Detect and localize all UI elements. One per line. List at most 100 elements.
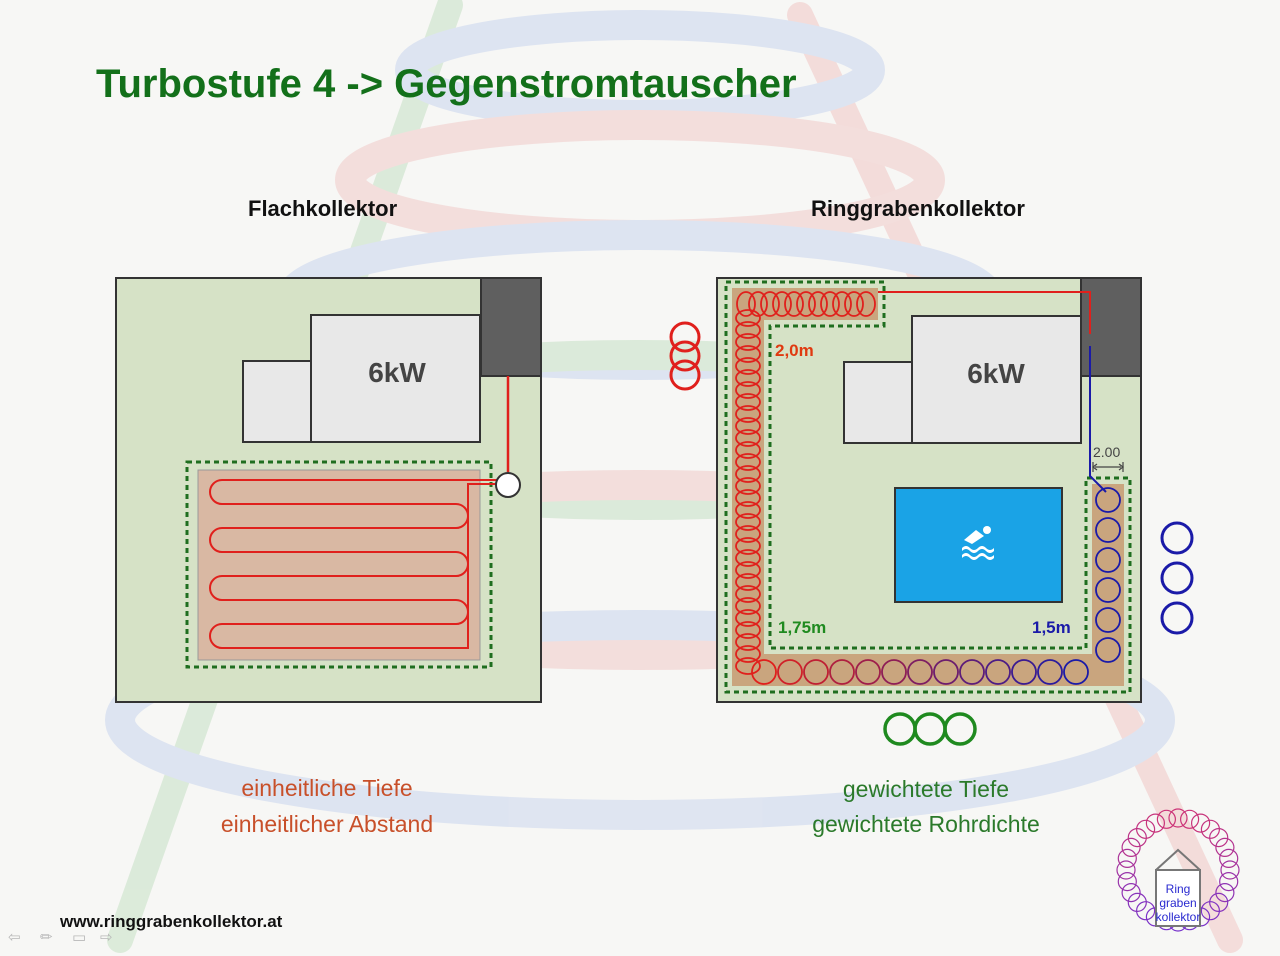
- pipe-coil: [735, 525, 761, 543]
- pipe-coil: [735, 501, 761, 519]
- logo-coil: [1219, 871, 1239, 892]
- pipe-coil: [985, 659, 1011, 685]
- pipe-coil: [735, 441, 761, 459]
- pipe-coil: [1011, 659, 1037, 685]
- pipe-coil: [796, 291, 816, 317]
- depth-label-top: 2,0m: [775, 341, 814, 360]
- house-building: [310, 314, 481, 443]
- pipe-coil: [907, 659, 933, 685]
- logo-coil: [1209, 892, 1229, 913]
- pipe-coil: [735, 405, 761, 423]
- house-body-icon: [1155, 869, 1201, 927]
- logo-coil: [1117, 848, 1137, 869]
- logo-coil: [1220, 860, 1240, 880]
- pipe-coil: [735, 489, 761, 507]
- logo-coil: [1168, 808, 1188, 828]
- distance-dimension-marker: [1092, 462, 1124, 472]
- pipe-coil: [1037, 659, 1063, 685]
- logo-coil: [1117, 871, 1137, 892]
- logo-coil: [1179, 809, 1200, 829]
- pipe-coil: [784, 291, 804, 317]
- meander-pipe: [209, 479, 507, 649]
- pipe-coil: [777, 659, 803, 685]
- pipe-coil: [735, 597, 761, 615]
- garage-block: [480, 277, 542, 377]
- pipe-coil: [1095, 487, 1121, 513]
- pipe-coil: [735, 417, 761, 435]
- pipe-coil: [735, 549, 761, 567]
- pipe-coil: [735, 621, 761, 639]
- ringgrabenkollektor-caption-1: gewichtete Tiefe: [842, 776, 1010, 802]
- pipe-coil: [808, 291, 828, 317]
- pipe-coil: [1095, 637, 1121, 663]
- red-depth-rings: [669, 321, 701, 391]
- annex-building: [242, 360, 312, 443]
- pen-icon[interactable]: ✏: [40, 929, 53, 946]
- pipe-coil: [735, 381, 761, 399]
- logo-coil: [1127, 828, 1147, 848]
- house-building: [911, 315, 1082, 444]
- logo-coil: [1215, 882, 1235, 903]
- collector-boundary: [185, 460, 493, 669]
- pipe-coil: [735, 657, 761, 675]
- logo-text-line-1: Ring: [1166, 882, 1191, 896]
- pipe-coil: [881, 659, 907, 685]
- pipe-coil: [829, 659, 855, 685]
- ringgrabenkollektor-diagram: 6kW 2,0m 1,75m 1,5m 2.00: [669, 277, 1194, 746]
- flachkollektor-heading: Flachkollektor: [248, 196, 398, 221]
- pipe-coil: [735, 333, 761, 351]
- pipe-coil: [803, 659, 829, 685]
- collector-boundary: [724, 280, 1132, 694]
- pipe-coil: [844, 291, 864, 317]
- logo-coil: [1135, 901, 1156, 921]
- pipe-coil: [735, 453, 761, 471]
- blue-return-pipe: [1089, 346, 1107, 493]
- logo-coil: [1200, 819, 1221, 839]
- pipe-coil: [735, 609, 761, 627]
- pipe-coil: [735, 477, 761, 495]
- pipe-coil: [748, 291, 768, 317]
- logo-text-line-2: graben: [1159, 896, 1196, 910]
- power-label: 6kW: [967, 358, 1025, 389]
- swimming-pool: [894, 487, 1063, 603]
- depth-label-left: 1,75m: [778, 618, 826, 637]
- red-feed-pipe: [878, 291, 1091, 334]
- power-label: 6kW: [368, 357, 426, 388]
- logo-coil: [1215, 837, 1235, 858]
- logo-coil: [1209, 828, 1229, 848]
- distributor-icon: [495, 472, 521, 498]
- depth-label-right: 1,5m: [1032, 618, 1071, 637]
- pipe-coil: [856, 291, 876, 317]
- pipe-coil: [855, 659, 881, 685]
- pipe-coil: [1063, 659, 1089, 685]
- pipe-coil: [735, 585, 761, 603]
- pipe-coil: [735, 357, 761, 375]
- pipe-coil: [735, 573, 761, 591]
- logo-coil: [1190, 813, 1211, 833]
- pipe-coil: [820, 291, 840, 317]
- pipe-coil: [735, 345, 761, 363]
- screen-icon[interactable]: ▭: [72, 929, 87, 946]
- pipe-coil: [735, 513, 761, 531]
- logo-coil: [1219, 848, 1239, 869]
- arrow-left-icon[interactable]: ⇦: [8, 929, 21, 946]
- pipe-coil: [735, 369, 761, 387]
- pipe-coil: [760, 291, 780, 317]
- pipe-coil: [1095, 607, 1121, 633]
- arrow-right-icon[interactable]: ⇨: [100, 929, 113, 946]
- pipe-coil: [735, 645, 761, 663]
- logo-coil: [1116, 860, 1136, 880]
- pipe-coil: [1095, 577, 1121, 603]
- pipe-coil: [735, 321, 761, 339]
- flachkollektor-caption-2: einheitlicher Abstand: [220, 811, 434, 837]
- logo-coil: [1135, 819, 1156, 839]
- flachkollektor-diagram: 6kW: [115, 277, 542, 703]
- pipe-coil: [736, 291, 756, 317]
- swimmer-icon: [962, 526, 994, 560]
- house-roof-icon: [1155, 848, 1201, 871]
- pipe-coil: [735, 465, 761, 483]
- footer-url[interactable]: www.ringgrabenkollektor.at: [60, 912, 283, 931]
- logo-coil: [1200, 901, 1221, 921]
- logo-coil: [1121, 837, 1141, 858]
- pipe-coil: [735, 393, 761, 411]
